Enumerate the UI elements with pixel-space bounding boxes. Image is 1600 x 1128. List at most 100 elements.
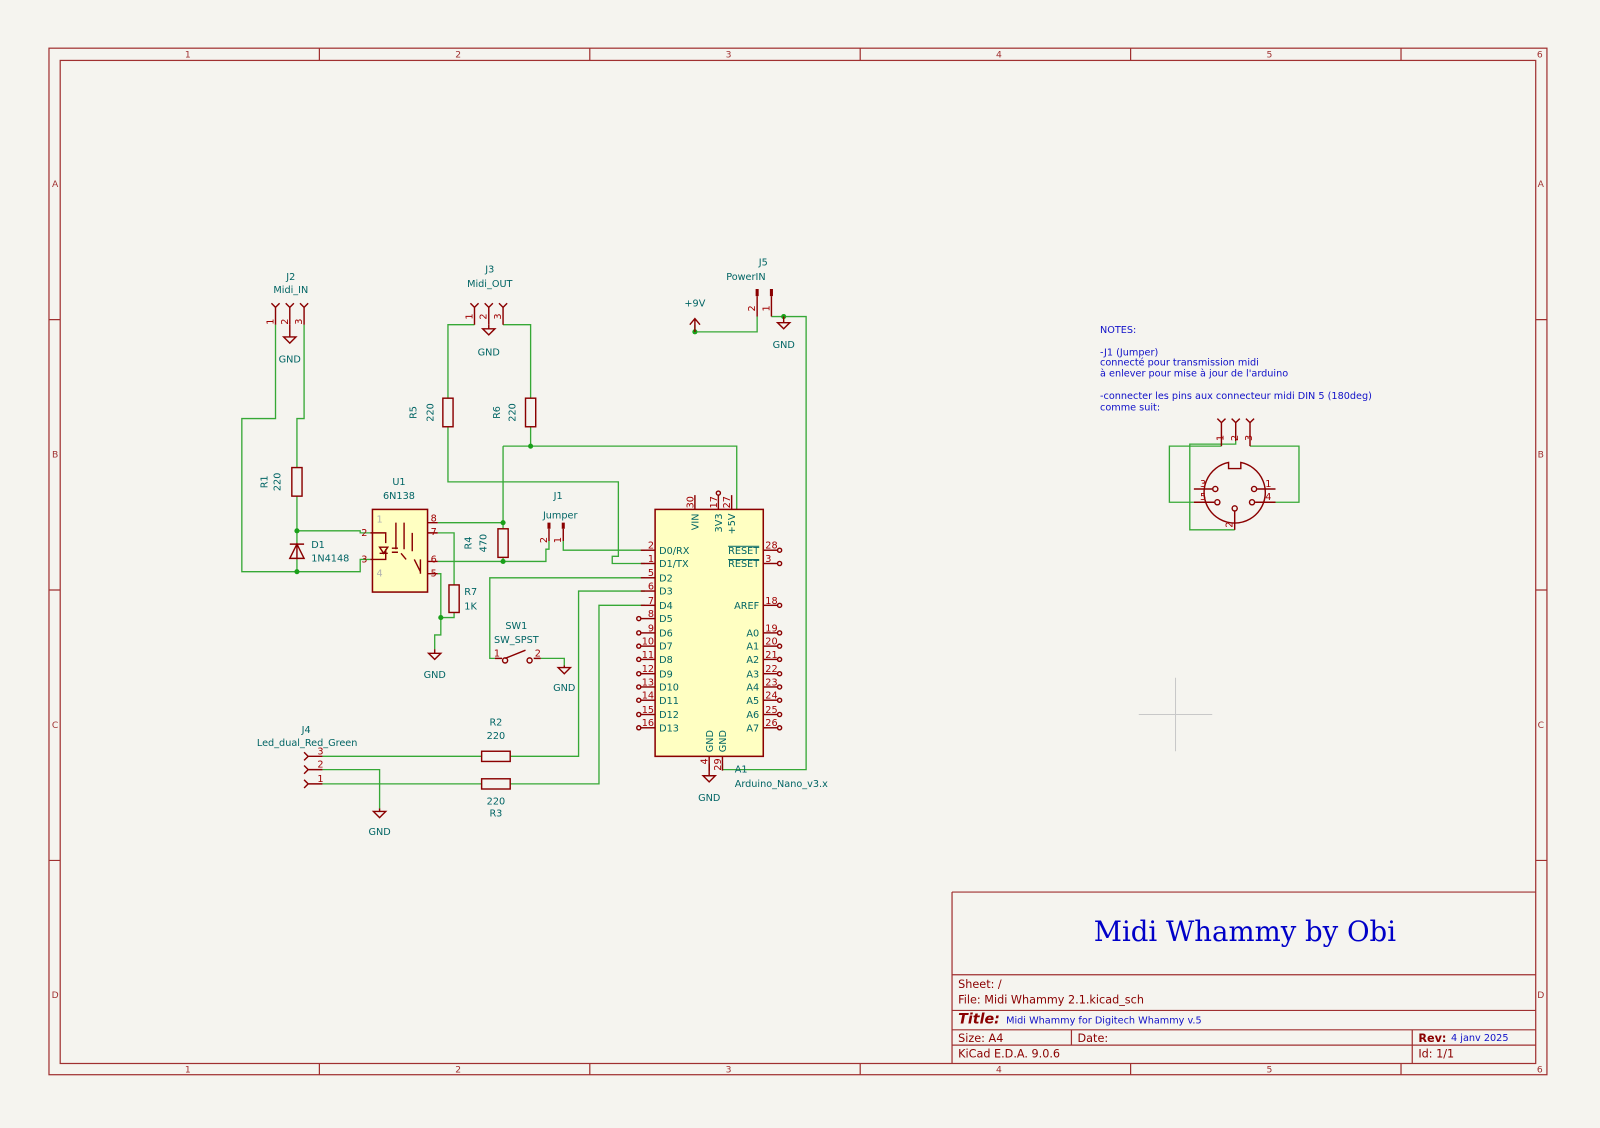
unconnected-pin: [636, 615, 642, 622]
column-label: 3: [726, 1065, 732, 1076]
unconnected-pin: [776, 711, 783, 718]
pin-label: D5: [659, 614, 673, 625]
pin-label: D7: [659, 642, 673, 653]
ref-label: U1: [392, 477, 405, 488]
pin-number: 27: [722, 496, 733, 508]
gnd-label: GND: [773, 340, 795, 351]
notes: NOTES: -J1 (Jumper) connecté pour transm…: [1100, 325, 1372, 414]
note-line: -connecter les pins aux connecteur midi …: [1100, 391, 1372, 402]
pin-number: 30: [685, 496, 696, 508]
column-label: 1: [185, 49, 191, 60]
ref-label: J2: [285, 272, 295, 283]
note-line: -J1 (Jumper): [1100, 347, 1158, 358]
note-line: connecté pour transmission midi: [1100, 357, 1259, 369]
title-block: Midi Whammy by Obi Sheet: / File: Midi W…: [951, 891, 1536, 1064]
connector-j3[interactable]: J3 Midi_OUT 1 2 3: [464, 265, 513, 325]
pin-label: D1/TX: [659, 559, 689, 570]
pin-label: A3: [746, 669, 759, 680]
pin-number: 3: [765, 554, 771, 565]
pin-number: 1: [553, 537, 564, 543]
unconnected-pin: [636, 656, 642, 663]
optocoupler-u1[interactable]: U1 6N138 1 2 3 4 8 7 6 5: [361, 477, 438, 593]
switch-sw1[interactable]: SW1 SW_SPST 1 2: [494, 621, 541, 664]
pin-number: 2: [1230, 435, 1241, 441]
ref-label: R7: [464, 587, 477, 598]
value-label: 220: [487, 796, 506, 807]
value-label: PowerIN: [726, 272, 765, 283]
gnd-label: GND: [368, 827, 390, 838]
pin-label: A1: [746, 642, 759, 653]
ref-label: R1: [259, 475, 270, 488]
column-label: 2: [455, 49, 461, 60]
ref-label: J5: [758, 258, 768, 269]
connector-j5[interactable]: J5 PowerIN 2 1: [726, 258, 773, 317]
pin-number: 5: [648, 568, 654, 579]
value-label: 220: [487, 731, 506, 742]
pin-number: 11: [642, 650, 654, 661]
column-label: 6: [1537, 1065, 1543, 1076]
unconnected-pin: [636, 670, 642, 677]
resistor-r7[interactable]: R7 1K: [448, 584, 477, 614]
pin-number: 3: [294, 319, 305, 325]
pin-number: 3: [1200, 479, 1206, 490]
row-label: B: [52, 449, 58, 460]
value-label: Midi_IN: [273, 285, 308, 296]
pin-number: 2: [479, 313, 490, 319]
pin-number: 8: [648, 609, 654, 620]
pin-label: +5V: [727, 513, 738, 534]
resistor-r2[interactable]: R2 220: [480, 718, 511, 763]
cursor-crosshair: [1138, 677, 1213, 752]
resistor-r3[interactable]: 220 R3: [480, 778, 511, 820]
row-label: D: [1537, 990, 1544, 1001]
unconnected-pin: [636, 697, 642, 703]
pin-number: 6: [431, 554, 437, 565]
pin-number: 12: [642, 664, 654, 675]
title-label: Title:: [958, 1012, 1000, 1028]
rev-label: Rev:: [1418, 1032, 1446, 1045]
connector-j2[interactable]: J2 Midi_IN 1 2 3: [265, 272, 309, 325]
pin-number: 24: [765, 691, 777, 702]
pin-number: 1: [317, 774, 323, 785]
value-label: SW_SPST: [494, 635, 539, 646]
pin-label: A2: [746, 655, 759, 666]
gnd-label: GND: [478, 347, 500, 358]
pin-label: D0/RX: [659, 546, 690, 557]
resistor-r5[interactable]: R5 220: [408, 397, 454, 428]
resistor-r4[interactable]: R4 470: [463, 528, 509, 559]
pin-number: 25: [765, 705, 777, 716]
unconnected-pin: [636, 630, 642, 636]
gnd-label: GND: [553, 683, 575, 694]
unconnected-pin: [715, 490, 722, 496]
value-label: 470: [479, 534, 490, 553]
pin-number: 20: [765, 637, 777, 648]
resistor-r1[interactable]: R1 220: [259, 466, 303, 497]
connector-j4[interactable]: J4 Led_dual_Red_Green 3 2 1: [257, 725, 358, 789]
pin-number: 2: [280, 319, 291, 325]
value-label: 220: [273, 473, 284, 492]
column-label: 5: [1266, 49, 1272, 60]
big-title: Midi Whammy by Obi: [1094, 916, 1396, 948]
generator-label: KiCad E.D.A. 9.0.6: [958, 1047, 1060, 1060]
resistor-r6[interactable]: R6 220: [492, 397, 537, 428]
row-label: B: [1538, 449, 1544, 460]
pin-label: GND: [718, 730, 729, 752]
sheet-frame: [48, 47, 1548, 1076]
value-label: 220: [426, 403, 437, 422]
value-label: 6N138: [383, 491, 415, 502]
pin-number: 19: [765, 623, 777, 634]
value-label: Midi_OUT: [467, 279, 512, 290]
pin-label: D3: [659, 587, 673, 598]
gnd-label: GND: [698, 793, 720, 804]
diode-d1[interactable]: D1 1N4148: [288, 540, 350, 564]
jumper-j1[interactable]: J1 Jumper 2 1: [539, 491, 578, 543]
pin-number: 23: [765, 677, 777, 688]
column-label: 3: [726, 49, 732, 60]
row-label: C: [52, 720, 58, 731]
unconnected-pin: [776, 602, 783, 609]
unconnected-pin: [776, 725, 783, 731]
pin-number: 17: [709, 496, 720, 508]
pin-label: A0: [746, 628, 759, 639]
